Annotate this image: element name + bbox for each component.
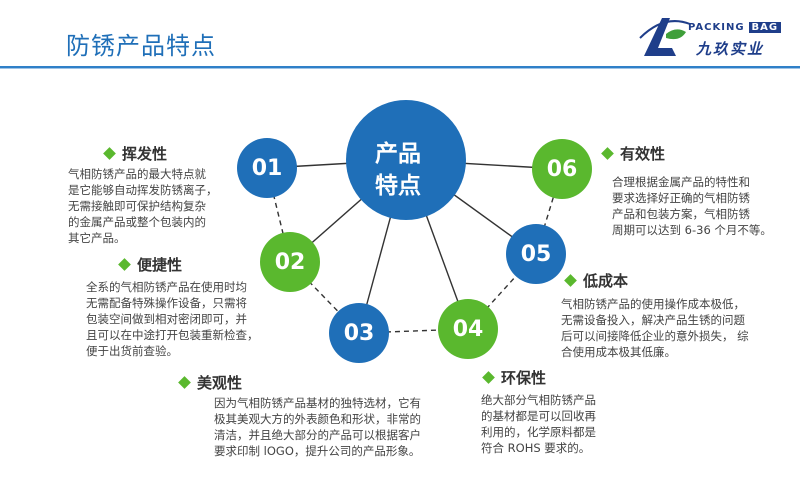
feature-heading-effectiveness: 有效性 [601, 143, 666, 164]
logo-chinese: 九玖实业 [696, 40, 765, 58]
desc-line: 产品和包装方案，气相防锈 [612, 207, 750, 221]
desc-line: 周期可以达到 6-36 个月不等。 [612, 223, 772, 237]
node-circle-04 [438, 299, 498, 359]
node-label-03: 03 [343, 320, 375, 346]
node-label-05: 05 [520, 241, 552, 267]
desc-line: 全系的气相防锈产品在使用时均 [86, 280, 247, 294]
desc-line: 的基材都是可以回收再 [481, 409, 596, 423]
desc-line: 利用的，化学原料都是 [481, 425, 596, 439]
node-circle-01 [237, 138, 297, 198]
feature-title: 环保性 [501, 369, 547, 387]
logo-english-text: PACKING [688, 22, 745, 33]
feature-desc-aesthetics: 因为气相防锈产品基材的独特选材，它有 极其美观大方的外表颜色和形状，非常的 清洁… [214, 395, 421, 459]
desc-line: 要求印制 lOGO，提升公司的产品形象。 [214, 444, 421, 458]
node-label-02: 02 [274, 249, 306, 275]
desc-line: 清洁，并且绝大部分的产品可以根据客户 [214, 428, 421, 442]
diamond-bullet-icon [482, 371, 495, 384]
desc-line: 无需设备投入，解决产品生锈的问题 [561, 313, 745, 327]
feature-title: 美观性 [197, 374, 243, 392]
page-title: 防锈产品特点 [66, 32, 216, 60]
desc-line: 是它能够自动挥发防锈离子， [68, 183, 218, 197]
logo-english-tag: BAG [748, 22, 782, 33]
desc-line: 气相防锈产品的最大特点就 [68, 167, 206, 181]
node-label-06: 06 [546, 156, 578, 182]
desc-line: 符合 ROHS 要求的。 [481, 441, 591, 455]
feature-desc-low-cost: 气相防锈产品的使用操作成本极低， 无需设备投入，解决产品生锈的问题 后可以间接降… [561, 296, 749, 360]
node-circle-05 [506, 224, 566, 284]
node-circle-06 [532, 139, 592, 199]
node-circle-02 [260, 232, 320, 292]
desc-line: 合使用成本极其低廉。 [561, 345, 676, 359]
feature-desc-volatility: 气相防锈产品的最大特点就 是它能够自动挥发防锈离子， 无需接触即可保护结构复杂 … [68, 166, 218, 246]
diamond-bullet-icon [601, 147, 614, 160]
desc-line: 无需接触即可保护结构复杂 [68, 199, 206, 213]
desc-line: 合理根据金属产品的特性和 [612, 175, 750, 189]
feature-heading-volatility: 挥发性 [103, 143, 168, 164]
desc-line: 且可以在中途打开包装重新检查， [86, 328, 259, 342]
node-label-01: 01 [251, 155, 283, 181]
desc-line: 气相防锈产品的使用操作成本极低， [561, 297, 745, 311]
feature-desc-convenience: 全系的气相防锈产品在使用时均 无需配备特殊操作设备，只需将 包装空间做到相对密闭… [86, 279, 259, 359]
feature-title: 挥发性 [122, 145, 168, 163]
feature-desc-effectiveness: 合理根据金属产品的特性和 要求选择好正确的气相防锈 产品和包装方案，气相防锈 周… [612, 174, 772, 238]
diamond-bullet-icon [118, 258, 131, 271]
diamond-bullet-icon [103, 147, 116, 160]
desc-line: 便于出货前查验。 [86, 344, 178, 358]
desc-line: 极其美观大方的外表颜色和形状，非常的 [214, 412, 421, 426]
feature-desc-eco: 绝大部分气相防锈产品 的基材都是可以回收再 利用的，化学原料都是 符合 ROHS… [481, 392, 596, 456]
desc-line: 包装空间做到相对密闭即可，并 [86, 312, 247, 326]
feature-title: 有效性 [620, 145, 666, 163]
center-label-line1: 产品 [375, 141, 421, 167]
feature-title: 便捷性 [137, 256, 183, 274]
desc-line: 绝大部分气相防锈产品 [481, 393, 596, 407]
feature-title: 低成本 [583, 272, 629, 290]
center-label: 产品 特点 [358, 138, 438, 202]
title-divider [0, 66, 800, 68]
logo-mark-icon [639, 18, 691, 56]
title-divider-shadow [0, 68, 800, 69]
diamond-bullet-icon [564, 274, 577, 287]
node-circle-03 [329, 303, 389, 363]
desc-line: 其它产品。 [68, 231, 126, 245]
desc-line: 的金属产品或整个包装内的 [68, 215, 206, 229]
desc-line: 无需配备特殊操作设备，只需将 [86, 296, 247, 310]
center-circle [346, 100, 466, 220]
feature-heading-low-cost: 低成本 [564, 270, 629, 291]
center-label-line2: 特点 [375, 173, 421, 199]
desc-line: 后可以间接降低企业的意外损失， 综 [561, 329, 749, 343]
diamond-bullet-icon [178, 376, 191, 389]
desc-line: 因为气相防锈产品基材的独特选材，它有 [214, 396, 421, 410]
feature-heading-convenience: 便捷性 [118, 254, 183, 275]
desc-line: 要求选择好正确的气相防锈 [612, 191, 750, 205]
feature-heading-aesthetics: 美观性 [178, 372, 243, 393]
feature-heading-eco: 环保性 [482, 367, 547, 388]
node-label-04: 04 [452, 316, 484, 342]
